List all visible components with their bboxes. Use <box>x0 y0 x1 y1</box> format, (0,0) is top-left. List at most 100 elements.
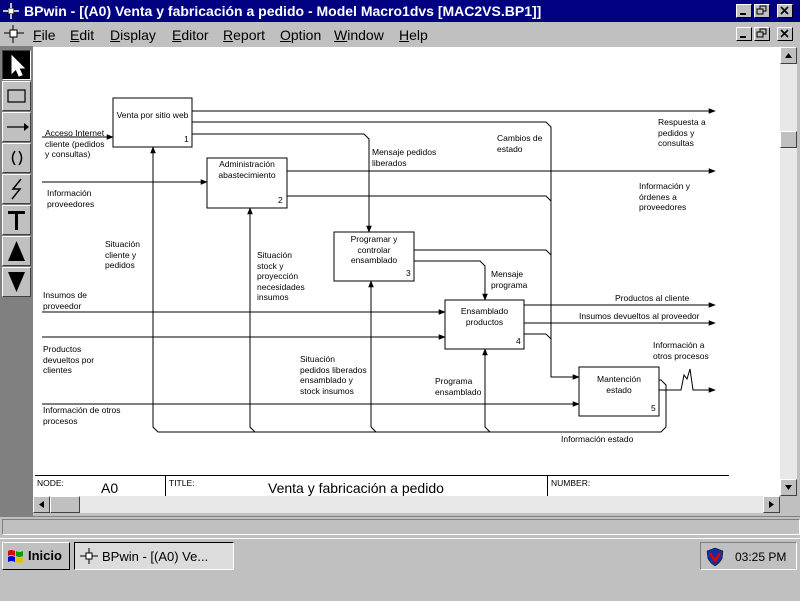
label-cambios-estado: Cambios de estado <box>497 133 543 154</box>
scroll-up-icon <box>785 53 792 58</box>
arrow-feedback-box4[interactable] <box>482 348 491 433</box>
vertical-scrollbar[interactable] <box>780 47 797 496</box>
label-mensaje-programa: Mensaje programa <box>491 269 528 290</box>
menu-option[interactable]: Option <box>280 27 322 43</box>
label-programa-ensamblado: Programa ensamblado <box>435 376 482 397</box>
menu-edit-rest: dit <box>79 27 95 43</box>
arrow-box4-output[interactable] <box>524 333 552 340</box>
menu-help[interactable]: Help <box>399 27 428 43</box>
box-3[interactable] <box>333 231 415 282</box>
label-informacion-proveedores: Información proveedores <box>47 188 95 209</box>
arrow-info-a-otros-procesos[interactable] <box>659 368 716 393</box>
box-1[interactable] <box>112 97 193 148</box>
box-3-number: 3 <box>406 268 411 278</box>
title-cell: TITLE: Venta y fabricación a pedido <box>165 476 444 497</box>
arrow-box3-output[interactable] <box>414 249 552 256</box>
label-productos-al-cliente: Productos al cliente <box>615 293 690 303</box>
go-to-parent-tool[interactable] <box>2 236 31 266</box>
box-4-number: 4 <box>516 336 521 346</box>
go-to-child-tool[interactable] <box>2 267 31 297</box>
box-1-number: 1 <box>184 134 189 144</box>
tunnel-icon <box>11 150 23 166</box>
taskbar-bpwin-button[interactable]: BPwin - [(A0) Ve... <box>74 542 234 570</box>
bpwin-task-icon <box>80 548 98 564</box>
doc-restore-button[interactable] <box>754 27 770 41</box>
box-5-number: 5 <box>651 403 656 413</box>
antivirus-shield-icon[interactable] <box>705 547 725 567</box>
menu-editor-rest: ditor <box>181 27 209 43</box>
squiggle-tool[interactable] <box>2 174 31 204</box>
arrow-icon <box>7 123 29 131</box>
arrow-feedback-box3[interactable] <box>368 280 377 433</box>
arrow-tool[interactable] <box>2 112 31 142</box>
arrow-mensaje-pedidos[interactable] <box>192 133 372 233</box>
minimize-button[interactable] <box>736 4 752 18</box>
label-informacion-estado: Información estado <box>561 434 634 444</box>
label-situacion-pedidos-liberados: Situación pedidos liberados ensamblado y… <box>300 354 367 396</box>
document-system-icon[interactable] <box>3 25 25 43</box>
box-2-label: Administración abastecimiento <box>218 159 276 180</box>
title-bar: BPwin - [(A0) Venta y fabricación a pedi… <box>0 0 800 22</box>
menu-edit[interactable]: Edit <box>70 27 95 43</box>
window-title: BPwin - [(A0) Venta y fabricación a pedi… <box>24 3 542 19</box>
scroll-down-icon <box>785 485 792 490</box>
scroll-right-icon <box>769 501 774 508</box>
menu-report[interactable]: Report <box>223 27 266 43</box>
clock: 03:25 PM <box>735 550 787 564</box>
status-panel <box>2 519 800 535</box>
diagram-footer: NODE: A0 TITLE: Venta y fabricación a pe… <box>35 475 729 497</box>
box-2-number: 2 <box>278 195 283 205</box>
menu-window-rest: indow <box>347 27 384 43</box>
toolbox <box>0 46 33 516</box>
diagram-canvas[interactable]: Venta por sitio web 1 Administración aba… <box>33 47 780 496</box>
title-value: Venta y fabricación a pedido <box>268 480 444 496</box>
horizontal-scroll-thumb[interactable] <box>50 496 80 513</box>
tunnel-tool[interactable] <box>2 143 31 173</box>
close-button[interactable] <box>777 4 793 18</box>
arrow-box2-output[interactable] <box>287 195 552 202</box>
menu-display-rest: isplay <box>120 27 156 43</box>
scroll-down-button[interactable] <box>780 479 797 496</box>
doc-minimize-button[interactable] <box>736 27 752 41</box>
vertical-scroll-thumb[interactable] <box>780 131 797 148</box>
scroll-right-button[interactable] <box>763 496 780 513</box>
bpwin-app-icon[interactable] <box>3 3 19 19</box>
text-tool[interactable] <box>2 205 31 235</box>
label-insumos-devueltos: Insumos devueltos al proveedor <box>579 311 700 321</box>
scroll-corner <box>780 496 797 513</box>
menu-window[interactable]: Window <box>334 27 384 43</box>
doc-close-button[interactable] <box>777 27 793 41</box>
scroll-left-button[interactable] <box>33 496 50 513</box>
status-bar <box>0 516 800 537</box>
node-value: A0 <box>101 480 119 496</box>
windows-logo-icon <box>8 550 23 563</box>
menu-display[interactable]: Display <box>110 27 156 43</box>
title-label: TITLE: <box>169 478 195 488</box>
squiggle-icon <box>11 178 22 200</box>
menu-editor[interactable]: Editor <box>172 27 209 43</box>
box-1-label: Venta por sitio web <box>116 110 189 120</box>
label-info-a-otros-procesos: Información a otros procesos <box>653 340 709 361</box>
menu-file[interactable]: File <box>33 27 56 43</box>
box-5[interactable] <box>578 366 660 417</box>
horizontal-scrollbar[interactable] <box>33 496 780 513</box>
menu-file-rest: ile <box>41 27 56 43</box>
start-button[interactable]: Inicio <box>2 542 70 570</box>
menu-help-rest: elp <box>409 27 428 43</box>
pointer-tool[interactable] <box>2 50 31 80</box>
restore-button[interactable] <box>754 4 770 18</box>
scroll-left-icon <box>39 501 44 508</box>
menu-option-rest: ption <box>290 27 322 43</box>
label-productos-devueltos: Productos devueltos por clientes <box>43 344 95 375</box>
scroll-up-button[interactable] <box>780 47 797 64</box>
label-situacion-cliente: Situación cliente y pedidos <box>105 239 140 270</box>
label-respuesta-pedidos: Respuesta a pedidos y consultas <box>658 117 706 148</box>
label-acceso-internet: Acceso Internet cliente (pedidos y consu… <box>45 128 105 159</box>
arrow-informacion-estado[interactable] <box>150 146 667 433</box>
arrow-cambios-estado[interactable] <box>192 121 580 380</box>
box-tool[interactable] <box>2 81 31 111</box>
start-label: Inicio <box>28 548 62 563</box>
arrow-mensaje-programa[interactable] <box>414 260 488 301</box>
menu-bar: File Edit Display Editor Report Option W… <box>0 22 800 46</box>
arrow-feedback-box2[interactable] <box>247 207 256 433</box>
